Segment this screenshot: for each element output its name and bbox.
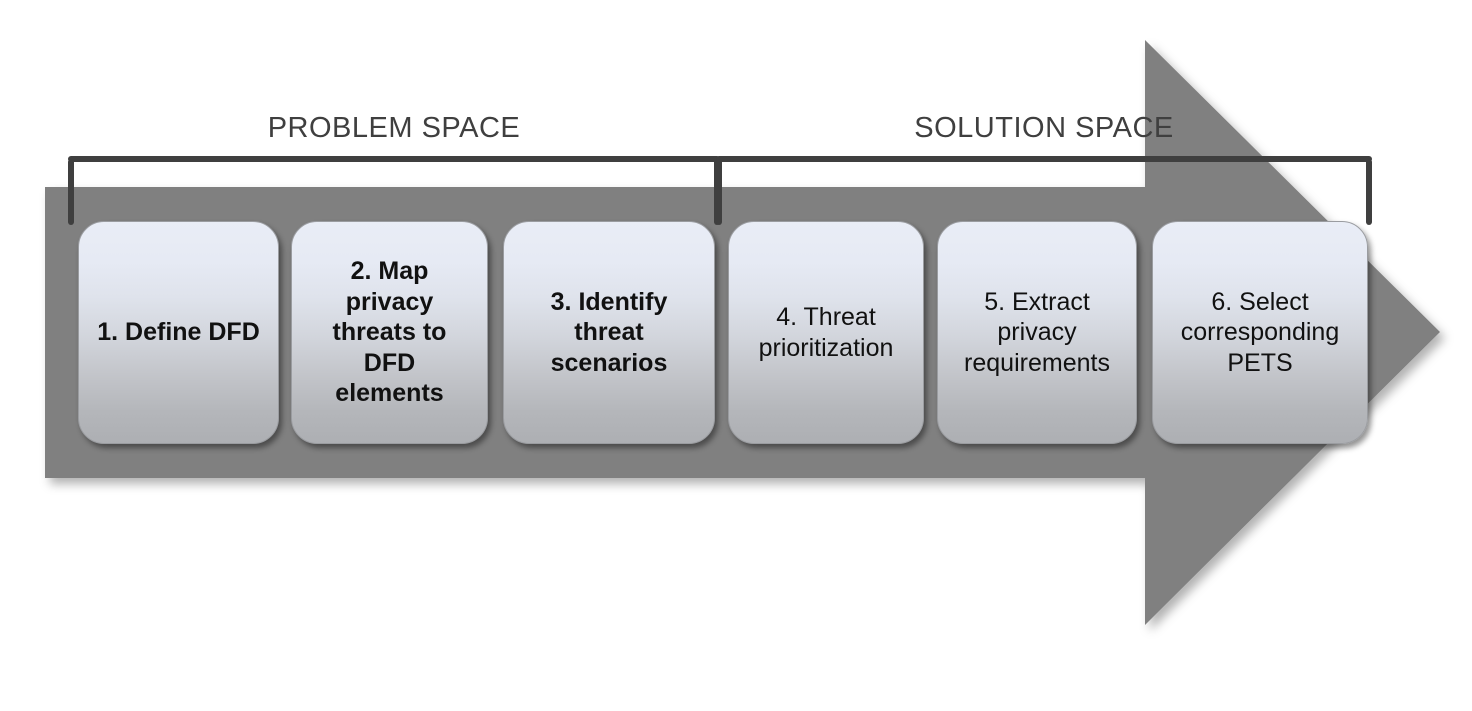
bracket-horizontal-bar bbox=[716, 156, 1372, 162]
step-box-2-map-privacy-threats[interactable]: 2. Map privacy threats to DFD elements bbox=[291, 221, 488, 444]
bracket-horizontal-bar bbox=[68, 156, 720, 162]
section-label-solution-space: SOLUTION SPACE bbox=[914, 112, 1174, 144]
step-box-label: 5. Extract privacy requirements bbox=[964, 287, 1110, 377]
step-box-4-threat-prioritization[interactable]: 4. Threat prioritization bbox=[728, 221, 924, 444]
step-box-label: 4. Threat prioritization bbox=[758, 303, 894, 362]
step-box-label: 6. Select corresponding PETS bbox=[1180, 287, 1340, 377]
step-box-3-identify-threat-scenarios[interactable]: 3. Identify threat scenarios bbox=[503, 221, 715, 444]
bracket-left-leg bbox=[68, 159, 74, 225]
step-box-label: 1. Define DFD bbox=[97, 318, 260, 347]
step-box-5-extract-privacy-requirements[interactable]: 5. Extract privacy requirements bbox=[937, 221, 1137, 444]
bracket-problem-space bbox=[68, 156, 720, 228]
bracket-solution-space bbox=[716, 156, 1372, 228]
step-box-6-select-corresponding-pets[interactable]: 6. Select corresponding PETS bbox=[1152, 221, 1368, 444]
step-box-label: 3. Identify threat scenarios bbox=[550, 287, 668, 377]
step-box-1-define-dfd[interactable]: 1. Define DFD bbox=[78, 221, 279, 444]
bracket-left-leg bbox=[716, 159, 722, 225]
section-label-problem-space: PROBLEM SPACE bbox=[267, 112, 521, 144]
step-box-label: 2. Map privacy threats to DFD elements bbox=[332, 257, 447, 408]
bracket-right-leg bbox=[1366, 159, 1372, 225]
